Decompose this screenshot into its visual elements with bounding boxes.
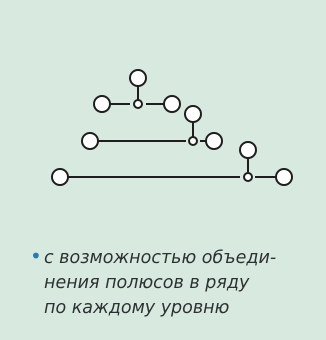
feature-note: • с возможностью объеди- нения полюсов в…: [30, 244, 310, 321]
bullet-icon: •: [30, 244, 42, 268]
junction-mid: [188, 136, 198, 146]
terminal-node-mid-left: [81, 132, 99, 150]
junction-top: [133, 99, 143, 109]
terminal-node-top-left: [93, 95, 111, 113]
terminal-node-bottom-right: [275, 168, 293, 186]
terminal-node-mid-upper: [184, 105, 202, 123]
terminal-node-mid-right: [205, 132, 223, 150]
junction-bottom: [243, 172, 253, 182]
terminal-node-top-upper: [129, 69, 147, 87]
terminal-node-top-right: [163, 95, 181, 113]
note-text: с возможностью объеди- нения полюсов в р…: [44, 248, 277, 318]
terminal-diagram: [51, 69, 293, 186]
terminal-node-bottom-upper: [239, 141, 257, 159]
terminal-node-bottom-left: [51, 168, 69, 186]
